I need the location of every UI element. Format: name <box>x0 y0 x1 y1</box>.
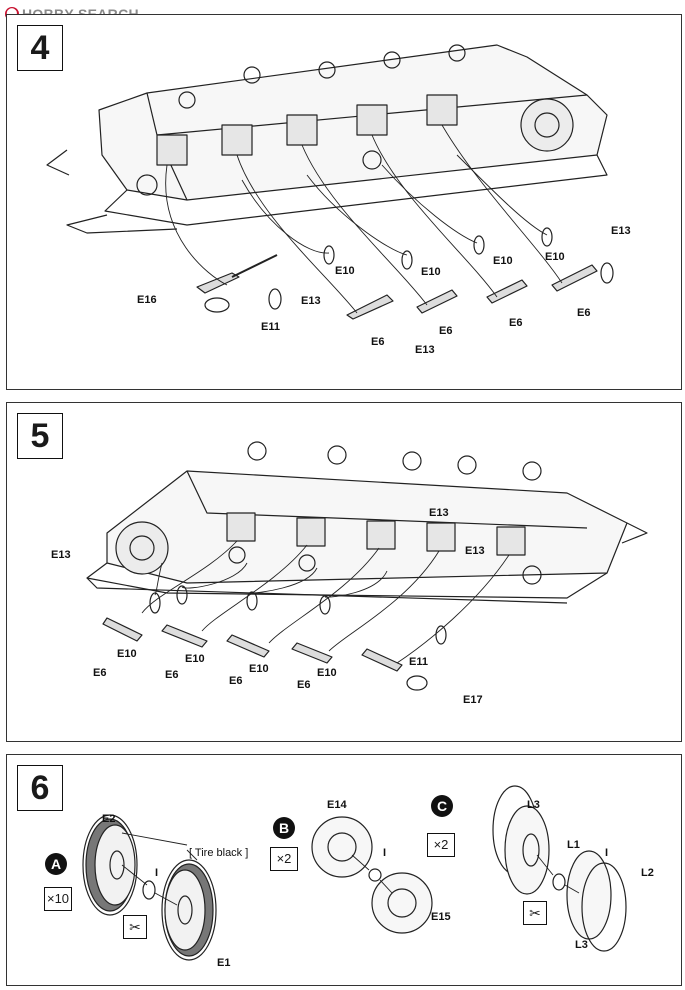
part-label-l2: L2 <box>641 867 654 879</box>
part-label-e10: E10 <box>493 255 513 267</box>
tire-color-note: [ Tire black ] <box>189 847 249 859</box>
part-label-i: I <box>155 867 159 879</box>
quantity-box-b: ×2 <box>270 847 298 871</box>
step-6-panel: 6 <box>6 754 682 986</box>
quantity-box-c: ×2 <box>427 833 455 857</box>
part-label-e10: E10 <box>335 265 355 277</box>
part-label-e10: E10 <box>117 648 137 660</box>
step-number: 6 <box>17 765 63 811</box>
step-4-panel: 4 <box>6 14 682 390</box>
qty-prefix: × <box>276 851 285 866</box>
part-label-e6: E6 <box>509 317 523 329</box>
part-label-e13: E13 <box>415 344 435 356</box>
qty-value: 2 <box>284 851 292 866</box>
part-label-e6: E6 <box>439 325 453 337</box>
sub-assembly-c-badge: C <box>431 795 453 817</box>
part-label-e11: E11 <box>261 321 280 333</box>
part-label-e6: E6 <box>371 336 385 348</box>
part-label-e6: E6 <box>229 675 243 687</box>
part-label-l1: L1 <box>567 839 580 851</box>
part-label-e10: E10 <box>185 653 205 665</box>
cement-warning-icon: ✂ <box>523 901 547 925</box>
part-label-l3: L3 <box>575 939 588 951</box>
part-label-e6: E6 <box>165 669 179 681</box>
sub-assembly-a-badge: A <box>45 853 67 875</box>
part-label-e10: E10 <box>421 266 441 278</box>
part-label-e10: E10 <box>317 667 337 679</box>
part-label-e10: E10 <box>249 663 269 675</box>
part-label-e6: E6 <box>577 307 591 319</box>
part-label-i: I <box>605 847 609 859</box>
part-label-e11: E11 <box>409 656 428 668</box>
qty-value: 10 <box>54 891 70 906</box>
part-label-e13: E13 <box>51 549 71 561</box>
part-label-e2: E2 <box>102 813 116 825</box>
step-5-panel: 5 <box>6 402 682 742</box>
step-number: 5 <box>17 413 63 459</box>
part-label-e16: E16 <box>137 294 157 306</box>
part-label-e6: E6 <box>93 667 107 679</box>
quantity-box-a: ×10 <box>44 887 72 911</box>
part-label-e1: E1 <box>217 957 231 969</box>
qty-prefix: × <box>433 837 442 852</box>
step-4-hull-illustration <box>46 44 614 320</box>
qty-value: 2 <box>441 837 449 852</box>
part-label-i: I <box>383 847 387 859</box>
part-label-e14: E14 <box>327 799 347 811</box>
step-5-hull-illustration <box>86 441 648 691</box>
part-label-e17: E17 <box>463 694 483 706</box>
part-label-e13: E13 <box>611 225 631 237</box>
part-label-e15: E15 <box>431 911 451 923</box>
part-label-e13: E13 <box>465 545 485 557</box>
sub-assembly-b-badge: B <box>273 817 295 839</box>
qty-prefix: × <box>46 891 55 906</box>
step-number: 4 <box>17 25 63 71</box>
part-label-e6: E6 <box>297 679 311 691</box>
part-label-l3: L3 <box>527 799 540 811</box>
part-label-e10: E10 <box>545 251 565 263</box>
part-label-e13: E13 <box>301 295 321 307</box>
step-6-wheel-illustration <box>82 785 627 961</box>
part-label-e13: E13 <box>429 507 449 519</box>
cement-warning-icon: ✂ <box>123 915 147 939</box>
